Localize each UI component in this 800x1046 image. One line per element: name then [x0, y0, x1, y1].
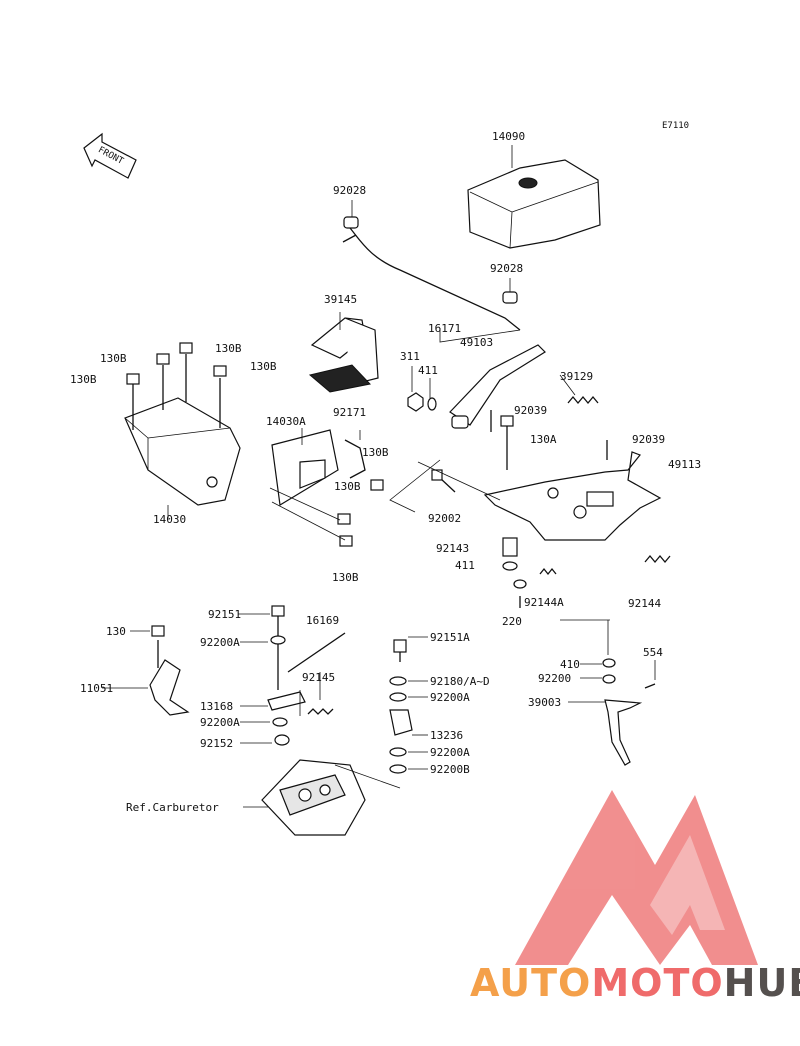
part-311: 311: [400, 350, 420, 363]
part-130b-4: 130B: [70, 373, 97, 386]
part-92200: 92200: [538, 672, 571, 685]
part-14030a: 14030A: [266, 415, 306, 428]
control-box-14030: [124, 397, 241, 506]
stop-plate-39003: [602, 658, 656, 766]
part-92200a-3: 92200A: [200, 716, 240, 729]
part-13236: 13236: [430, 729, 463, 742]
part-14030: 14030: [153, 513, 186, 526]
collar-92143: [502, 537, 518, 557]
part-130b-2: 130B: [215, 342, 242, 355]
lever-49103: [449, 344, 546, 429]
part-14090: 14090: [492, 130, 525, 143]
bracket-plate-49113: [483, 451, 662, 541]
part-130b-7: 130B: [332, 571, 359, 584]
throttle-cable-16171: [342, 216, 521, 331]
part-92145: 92145: [302, 671, 335, 684]
part-92180: 92180/A~D: [430, 675, 490, 688]
part-92143: 92143: [436, 542, 469, 555]
parts-stack-13236: [389, 639, 413, 774]
part-92144: 92144: [628, 597, 661, 610]
part-92028-upper: 92028: [333, 184, 366, 197]
plate-14030a: [271, 429, 339, 506]
part-39145: 39145: [324, 293, 357, 306]
part-92200b: 92200B: [430, 763, 470, 776]
part-92151a: 92151A: [430, 631, 470, 644]
front-arrow: FRONT: [83, 132, 137, 179]
part-410: 410: [560, 658, 580, 671]
part-92144a: 92144A: [524, 596, 564, 609]
part-554: 554: [643, 646, 663, 659]
part-411-upper: 411: [418, 364, 438, 377]
ref-carburetor-label: Ref.Carburetor: [126, 801, 219, 814]
part-13168: 13168: [200, 700, 233, 713]
part-92002: 92002: [428, 512, 461, 525]
watermark-logo: [515, 790, 758, 965]
part-16169: 16169: [306, 614, 339, 627]
linkage-13168: [267, 605, 306, 746]
part-92152: 92152: [200, 737, 233, 750]
part-92039-right: 92039: [632, 433, 665, 446]
part-411-lower: 411: [455, 559, 475, 572]
part-49103: 49103: [460, 336, 493, 349]
part-39129: 39129: [560, 370, 593, 383]
part-92039-left: 92039: [514, 404, 547, 417]
rod-16169: [287, 632, 346, 673]
watermark-moto: MOTO: [591, 961, 723, 1005]
part-220: 220: [502, 615, 522, 628]
part-92200a-4: 92200A: [430, 746, 470, 759]
spring-39129: [567, 395, 599, 405]
part-92151: 92151: [208, 608, 241, 621]
watermark-auto: AUTO: [470, 961, 591, 1005]
bolts-130b-top: [126, 342, 227, 430]
part-130b-5: 130B: [362, 446, 389, 459]
part-92028-lower: 92028: [490, 262, 523, 275]
bracket-39145: [308, 317, 379, 393]
part-92200a-2: 92200A: [430, 691, 470, 704]
watermark-hub: HUB: [724, 961, 800, 1005]
spring-92145: [307, 708, 334, 715]
part-130b-1: 130B: [100, 352, 127, 365]
bracket-11051: [149, 625, 190, 716]
part-16171: 16171: [428, 322, 461, 335]
carburetor: [261, 759, 401, 836]
diagram-code: E7110: [662, 121, 689, 131]
part-11051: 11051: [80, 682, 113, 695]
watermark-text: AUTOMOTOHUB: [470, 961, 800, 1005]
part-130a: 130A: [530, 433, 557, 446]
part-39003: 39003: [528, 696, 561, 709]
part-130b-3: 130B: [250, 360, 277, 373]
part-92200a-1: 92200A: [200, 636, 240, 649]
part-130: 130: [106, 625, 126, 638]
part-92171: 92171: [333, 406, 366, 419]
part-49113: 49113: [668, 458, 701, 471]
bolts-130b-mid: [337, 479, 384, 547]
part-130b-6: 130B: [334, 480, 361, 493]
air-cover-14090: [467, 159, 601, 249]
